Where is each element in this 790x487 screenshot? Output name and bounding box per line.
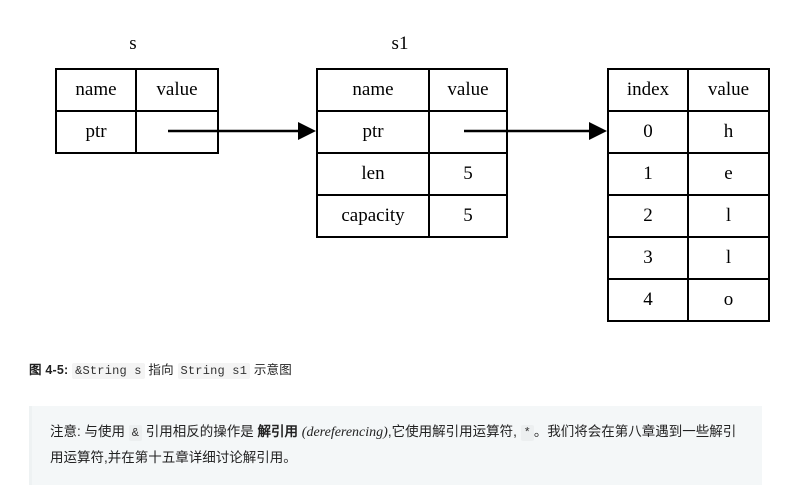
note-callout: 注意: 与使用 & 引用相反的操作是 解引用 (dereferencing),它… <box>29 406 762 485</box>
note-code-star: * <box>520 425 534 441</box>
note-text-1: 与使用 <box>84 424 126 439</box>
header-index: index <box>607 68 689 112</box>
cell-value-0: h <box>687 110 770 154</box>
cell-value-3: l <box>687 236 770 280</box>
table-row: capacity 5 <box>316 194 508 238</box>
note-term-italic: (dereferencing) <box>301 425 388 440</box>
table-row: len 5 <box>316 152 508 196</box>
cell-value-len: 5 <box>428 152 508 196</box>
note-term-bold: 解引用 <box>257 424 299 439</box>
cell-value-ptr <box>428 110 508 154</box>
table-row: 3 l <box>607 236 770 280</box>
figure-caption: 图 4-5: &String s 指向 String s1 示意图 <box>29 359 292 379</box>
cell-name-capacity: capacity <box>316 194 430 238</box>
table-row: ptr <box>316 110 508 154</box>
caption-text-2: 示意图 <box>253 363 292 377</box>
table-header-row: name value <box>316 68 508 112</box>
memory-table-s: name value ptr <box>55 68 219 154</box>
cell-index-0: 0 <box>607 110 689 154</box>
table-row: 1 e <box>607 152 770 196</box>
cell-index-2: 2 <box>607 194 689 238</box>
memory-table-heap: index value 0 h 1 e 2 l 3 l 4 o <box>607 68 770 322</box>
caption-text-1: 指向 <box>148 363 174 377</box>
cell-value-capacity: 5 <box>428 194 508 238</box>
note-text-3: ,它使用解引用运算符, <box>387 424 517 439</box>
header-value: value <box>687 68 770 112</box>
figure-label: 图 4-5: <box>29 363 69 377</box>
table-header-row: name value <box>55 68 219 112</box>
note-code-ampersand: & <box>128 425 142 441</box>
header-value: value <box>428 68 508 112</box>
cell-index-1: 1 <box>607 152 689 196</box>
memory-table-s1: name value ptr len 5 capacity 5 <box>316 68 508 238</box>
table-title-s: s <box>129 33 137 54</box>
cell-value-2: l <box>687 194 770 238</box>
cell-name-len: len <box>316 152 430 196</box>
header-name: name <box>55 68 137 112</box>
cell-index-4: 4 <box>607 278 689 322</box>
cell-value-ptr <box>135 110 219 154</box>
table-title-s1: s1 <box>391 33 409 54</box>
note-lead: 注意: <box>50 424 81 439</box>
header-value: value <box>135 68 219 112</box>
cell-index-3: 3 <box>607 236 689 280</box>
cell-name-ptr: ptr <box>55 110 137 154</box>
table-row: ptr <box>55 110 219 154</box>
cell-value-4: o <box>687 278 770 322</box>
table-row: 2 l <box>607 194 770 238</box>
table-row: 0 h <box>607 110 770 154</box>
table-header-row: index value <box>607 68 770 112</box>
caption-code-string: String s1 <box>177 363 251 379</box>
table-row: 4 o <box>607 278 770 322</box>
pointer-diagram: s s1 name value ptr name value ptr len 5… <box>55 33 770 322</box>
header-name: name <box>316 68 430 112</box>
note-text-2: 引用相反的操作是 <box>145 424 254 439</box>
caption-code-string-ref: &String s <box>72 363 145 379</box>
note-text-4: 。我们将会在第八章遇到一些解引用运算符,并在第十五章详细讨论解引用。 <box>50 424 737 465</box>
cell-name-ptr: ptr <box>316 110 430 154</box>
cell-value-1: e <box>687 152 770 196</box>
